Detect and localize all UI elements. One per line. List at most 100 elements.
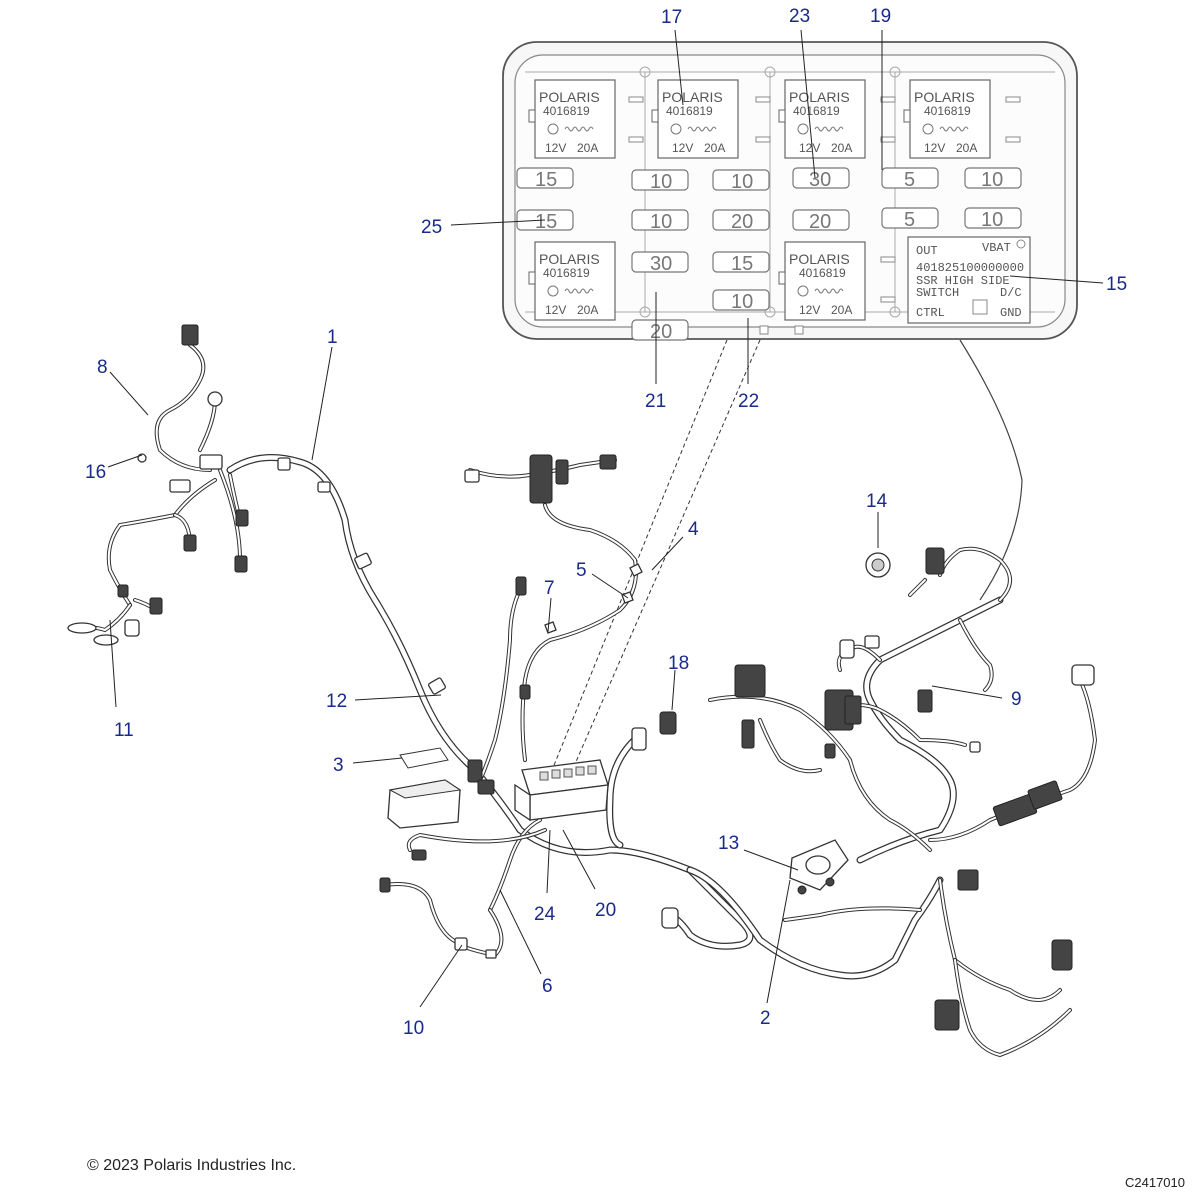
- svg-text:POLARIS: POLARIS: [789, 251, 850, 267]
- svg-text:10: 10: [731, 291, 753, 313]
- projection-lines: [547, 339, 761, 781]
- callout-18: 18: [668, 653, 689, 674]
- svg-text:20A: 20A: [956, 141, 977, 155]
- svg-text:12V: 12V: [545, 303, 566, 317]
- relay-2: POLARIS 4016819 12V 20A: [651, 79, 739, 159]
- fuse-c3-3: 15: [712, 251, 770, 275]
- callout-4: 4: [688, 519, 699, 540]
- callout-15: 15: [1106, 274, 1127, 295]
- fuse-c1-2: 15: [516, 209, 574, 233]
- callout-14: 14: [866, 491, 888, 512]
- callout-25: 25: [421, 217, 442, 238]
- svg-text:CTRL: CTRL: [916, 306, 945, 320]
- svg-text:401825100000000: 401825100000000: [916, 261, 1024, 275]
- callout-16: 16: [85, 462, 106, 483]
- svg-text:20A: 20A: [577, 303, 598, 317]
- svg-text:POLARIS: POLARIS: [914, 89, 975, 105]
- fuse-c5-2: 5: [881, 207, 939, 231]
- relay-4: POLARIS 4016819 12V 20A: [903, 79, 991, 159]
- callout-12: 12: [326, 691, 347, 712]
- fuse-c2-2: 20: [631, 319, 689, 343]
- callout-19: 19: [870, 6, 891, 27]
- svg-text:4016819: 4016819: [924, 104, 971, 118]
- callout-8: 8: [97, 357, 108, 378]
- callout-24: 24: [534, 904, 556, 925]
- callout-17: 17: [661, 7, 682, 28]
- svg-text:12V: 12V: [545, 141, 566, 155]
- svg-text:SWITCH: SWITCH: [916, 286, 959, 300]
- svg-text:12V: 12V: [924, 141, 945, 155]
- svg-text:10: 10: [650, 211, 672, 233]
- relay-6: POLARIS 4016819 12V 20A: [778, 241, 866, 321]
- central-fuse-block: [514, 759, 609, 822]
- copyright-notice: © 2023 Polaris Industries Inc.: [87, 1157, 297, 1174]
- svg-text:20A: 20A: [577, 141, 598, 155]
- fuse-c2-3: 10: [631, 169, 689, 193]
- fuse-c6-1: 10: [964, 167, 1022, 191]
- svg-text:15: 15: [535, 211, 557, 233]
- relay-part-3: [387, 747, 462, 829]
- callout-10: 10: [403, 1018, 424, 1039]
- svg-text:POLARIS: POLARIS: [789, 89, 850, 105]
- svg-text:VBAT: VBAT: [982, 241, 1011, 255]
- callout-1: 1: [327, 327, 338, 348]
- svg-text:GND: GND: [1000, 306, 1022, 320]
- callout-22: 22: [738, 391, 759, 412]
- svg-text:15: 15: [535, 169, 557, 191]
- fuse-holder-13: [789, 839, 849, 895]
- svg-text:12V: 12V: [672, 141, 693, 155]
- relay-1: POLARIS 4016819 12V 20A: [528, 79, 616, 159]
- center-harness: [379, 454, 677, 959]
- callout-11: 11: [114, 720, 134, 741]
- svg-text:SSR HIGH SIDE: SSR HIGH SIDE: [916, 274, 1010, 288]
- svg-text:20A: 20A: [704, 141, 725, 155]
- callout-7: 7: [544, 578, 555, 599]
- plug-14: [865, 552, 891, 578]
- relay-5: POLARIS 4016819 12V 20A: [528, 241, 616, 321]
- svg-text:5: 5: [904, 209, 915, 231]
- fuse-c6-2: 10: [964, 207, 1022, 231]
- left-harness: [67, 324, 694, 874]
- figure-code: C2417010: [1125, 1175, 1185, 1190]
- relay-3: POLARIS 4016819 12V 20A: [778, 79, 866, 159]
- svg-text:10: 10: [731, 171, 753, 193]
- svg-text:30: 30: [650, 253, 672, 275]
- svg-text:POLARIS: POLARIS: [539, 251, 600, 267]
- callout-5: 5: [576, 560, 587, 581]
- svg-text:POLARIS: POLARIS: [539, 89, 600, 105]
- svg-text:10: 10: [650, 171, 672, 193]
- svg-text:15: 15: [731, 253, 753, 275]
- svg-text:4016819: 4016819: [799, 266, 846, 280]
- fuse-box: POLARIS 4016819 12V 20A POLARIS 4016819 …: [502, 41, 1078, 343]
- svg-text:20A: 20A: [831, 303, 852, 317]
- callout-9: 9: [1011, 689, 1022, 710]
- callout-6: 6: [542, 976, 553, 997]
- fuse-c3-4: 10: [712, 289, 770, 313]
- svg-text:5: 5: [904, 169, 915, 191]
- svg-text:POLARIS: POLARIS: [662, 89, 723, 105]
- callout-2: 2: [760, 1008, 771, 1029]
- svg-text:4016819: 4016819: [793, 104, 840, 118]
- callout-23: 23: [789, 6, 810, 27]
- svg-text:20: 20: [650, 321, 672, 343]
- svg-text:20: 20: [731, 211, 753, 233]
- svg-text:30: 30: [809, 169, 831, 191]
- callout-20: 20: [595, 900, 616, 921]
- svg-text:4016819: 4016819: [543, 266, 590, 280]
- svg-text:OUT: OUT: [916, 244, 938, 258]
- fuse-c4-1: 30: [792, 167, 850, 191]
- fuse-c2-1: 30: [631, 251, 689, 275]
- ground-lead-wire: [959, 339, 1023, 601]
- right-harness: [661, 546, 1098, 1058]
- svg-text:D/C: D/C: [1000, 286, 1022, 300]
- fuse-c1-1: 15: [516, 167, 574, 191]
- fuse-c2-4: 10: [631, 209, 689, 233]
- fuse-c4-2: 20: [792, 209, 850, 233]
- ssr-module: OUT VBAT 401825100000000 SSR HIGH SIDE S…: [907, 236, 1031, 324]
- svg-text:10: 10: [981, 209, 1003, 231]
- callout-13: 13: [718, 833, 739, 854]
- leader-lines: [107, 29, 1104, 1008]
- fuse-c5-1: 5: [881, 167, 939, 191]
- fuse-c3-1: 10: [712, 169, 770, 193]
